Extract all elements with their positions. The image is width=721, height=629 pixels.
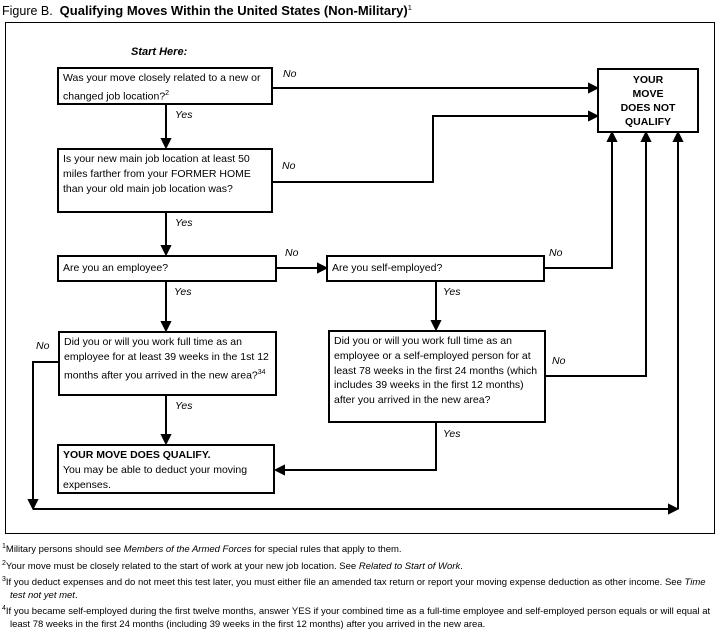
figure-title-main: Qualifying Moves Within the United State… [59, 3, 408, 19]
label-q6-yes: Yes [443, 428, 461, 440]
not-qualify-line: QUALIFY [624, 115, 672, 128]
label-q3-no: No [285, 247, 299, 259]
box-move-does-qualify: YOUR MOVE DOES QUALIFY. You may be able … [57, 444, 275, 494]
not-qualify-line: DOES NOT [620, 101, 676, 114]
footnote-1: 1Military persons should see Members of … [2, 543, 402, 556]
footnote-ref-2: 2 [165, 90, 170, 97]
figure-title-footnote-ref: 1 [407, 3, 412, 12]
label-q3-yes: Yes [174, 286, 192, 298]
footnote-2: 2Your move must be closely related to th… [2, 559, 463, 572]
box-move-does-not-qualify: YOUR MOVE DOES NOT QUALIFY [597, 68, 699, 133]
qualify-title: YOUR MOVE DOES QUALIFY. [63, 449, 211, 461]
qualify-text: You may be able to deduct your moving ex… [63, 464, 248, 491]
footnote-ref-34: 34 [257, 369, 266, 376]
label-q5-yes: Yes [175, 400, 193, 412]
label-q2-yes: Yes [175, 217, 193, 229]
footnote-4: 4If you became self-employed during the … [2, 605, 711, 629]
flowchart-border [5, 22, 715, 534]
not-qualify-line: YOUR [632, 73, 664, 86]
label-q2-no: No [282, 160, 296, 172]
start-here-label: Start Here: [131, 46, 188, 58]
box-78-weeks-test: Did you or will you work full time as an… [328, 330, 546, 423]
label-q5-no: No [36, 340, 50, 352]
not-qualify-line: MOVE [632, 87, 664, 100]
figure-title-prefix: Figure B. [2, 4, 53, 19]
box-related-to-job: Was your move closely related to a new o… [57, 67, 273, 105]
label-q6-no: No [552, 355, 566, 367]
footnote-3: 3If you deduct expenses and do not meet … [2, 576, 706, 601]
footnotes: 1Military persons should see Members of … [2, 541, 718, 629]
box-39-weeks-test: Did you or will you work full time as an… [58, 331, 277, 396]
box-are-you-employee: Are you an employee? [57, 255, 277, 282]
box-50-miles-test: Is your new main job location at least 5… [57, 148, 273, 213]
label-q1-yes: Yes [175, 109, 193, 121]
label-q1-no: No [283, 68, 297, 80]
box-are-you-self-employed: Are you self-employed? [326, 255, 545, 282]
label-q4-no: No [549, 247, 563, 259]
figure-title: Figure B. Qualifying Moves Within the Un… [2, 3, 412, 18]
label-q4-yes: Yes [443, 286, 461, 298]
